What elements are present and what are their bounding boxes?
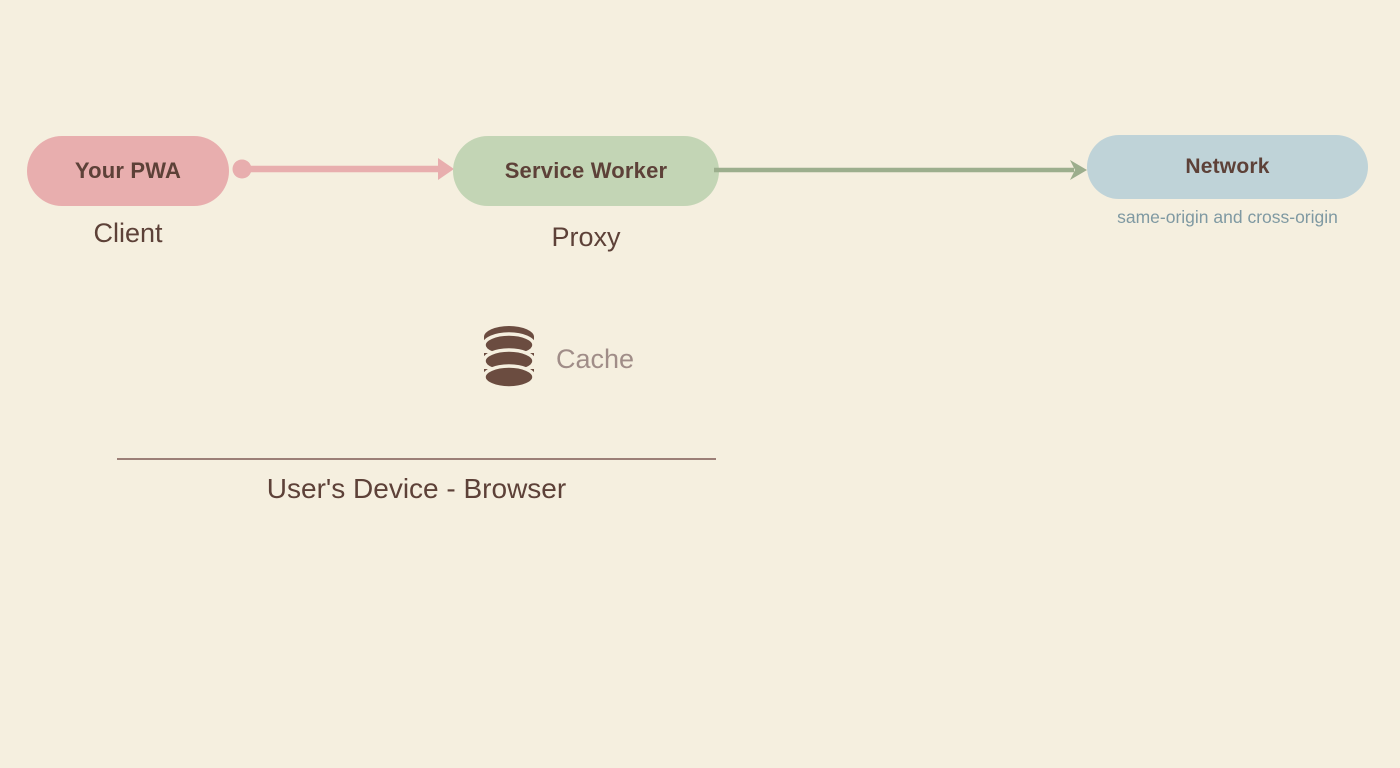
edge-pwa-to-service-worker	[232, 158, 454, 180]
device-boundary-label: User's Device - Browser	[266, 473, 567, 504]
node-network-label: Network	[1185, 155, 1270, 178]
arrowhead-icon	[1070, 160, 1087, 180]
node-service-worker[interactable]: Service Worker	[453, 136, 719, 206]
cache-storage[interactable]: Cache	[482, 325, 634, 393]
edge-service-worker-to-network	[714, 160, 1087, 180]
node-service-worker-caption: Proxy	[551, 222, 621, 252]
cache-label: Cache	[556, 343, 635, 374]
node-network-caption: same-origin and cross-origin	[1117, 207, 1338, 227]
database-icon	[482, 326, 536, 390]
device-boundary-divider	[117, 458, 716, 460]
node-your-pwa-caption: Client	[93, 218, 163, 248]
node-network[interactable]: Network	[1087, 135, 1368, 199]
node-your-pwa[interactable]: Your PWA	[27, 136, 229, 206]
node-your-pwa-label: Your PWA	[74, 158, 182, 183]
arrowhead-icon	[438, 158, 454, 180]
edge-start-dot-icon	[232, 159, 252, 179]
node-service-worker-label: Service Worker	[504, 158, 668, 183]
